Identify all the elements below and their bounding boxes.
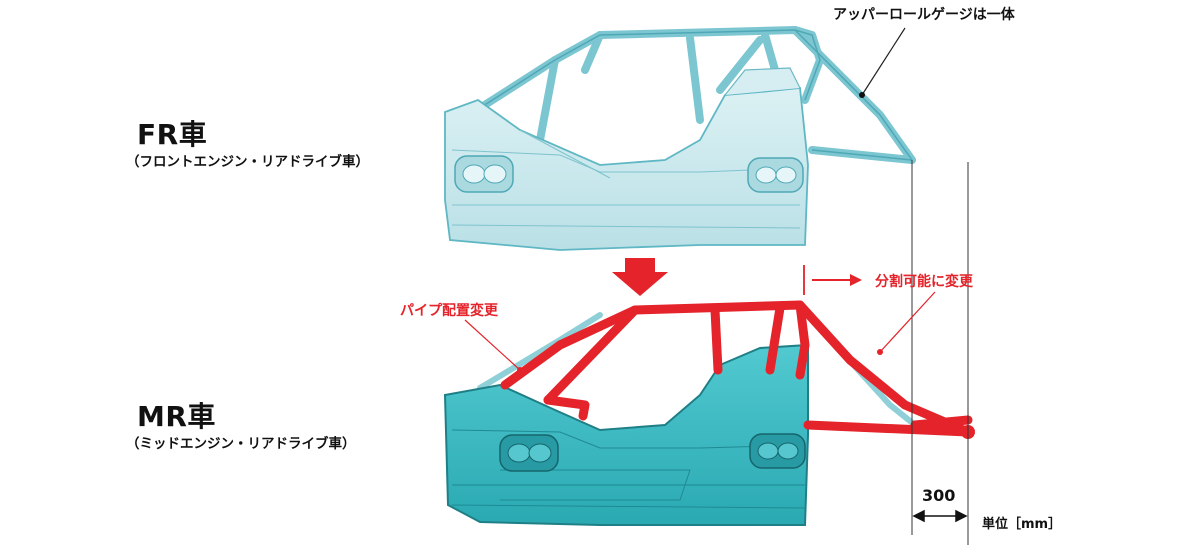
mr-rear-mount bbox=[749, 433, 806, 469]
fr-rear-mount bbox=[747, 157, 804, 193]
split-leader-line bbox=[879, 291, 936, 353]
fr-roll-cage-rear-stay bbox=[791, 26, 916, 164]
mr-red-roll-cage bbox=[500, 300, 973, 437]
dimension-value: 300 bbox=[922, 486, 956, 505]
roll-cage-leader-line bbox=[861, 27, 906, 96]
fr-side-body bbox=[444, 87, 809, 251]
dimension-arrow bbox=[912, 509, 968, 523]
fr-front-mount bbox=[454, 155, 514, 193]
split-marker-arrow bbox=[812, 274, 862, 286]
fr-car-frame bbox=[444, 26, 916, 251]
mr-title: MR車 bbox=[137, 400, 216, 433]
split-annotation: 分割可能に変更 bbox=[875, 274, 973, 290]
pipe-change-annotation: パイプ配置変更 bbox=[400, 303, 498, 319]
transition-arrow bbox=[612, 258, 668, 296]
unit-label: 単位［mm］ bbox=[982, 517, 1062, 532]
mr-subtitle: （ミッドエンジン・リアドライブ車） bbox=[126, 436, 356, 452]
mr-side-body bbox=[443, 343, 809, 526]
fr-roll-cage-a-pillar bbox=[536, 56, 559, 144]
roll-cage-annotation: アッパーロールゲージは一体 bbox=[833, 7, 1015, 23]
mr-front-mount bbox=[499, 434, 559, 472]
fr-title: FR車 bbox=[137, 118, 208, 151]
fr-roll-cage-b-pillar bbox=[686, 34, 704, 124]
fr-subtitle: （フロントエンジン・リアドライブ車） bbox=[126, 154, 369, 170]
mr-car-frame bbox=[443, 300, 975, 526]
pipe-change-leader-line bbox=[464, 319, 521, 371]
